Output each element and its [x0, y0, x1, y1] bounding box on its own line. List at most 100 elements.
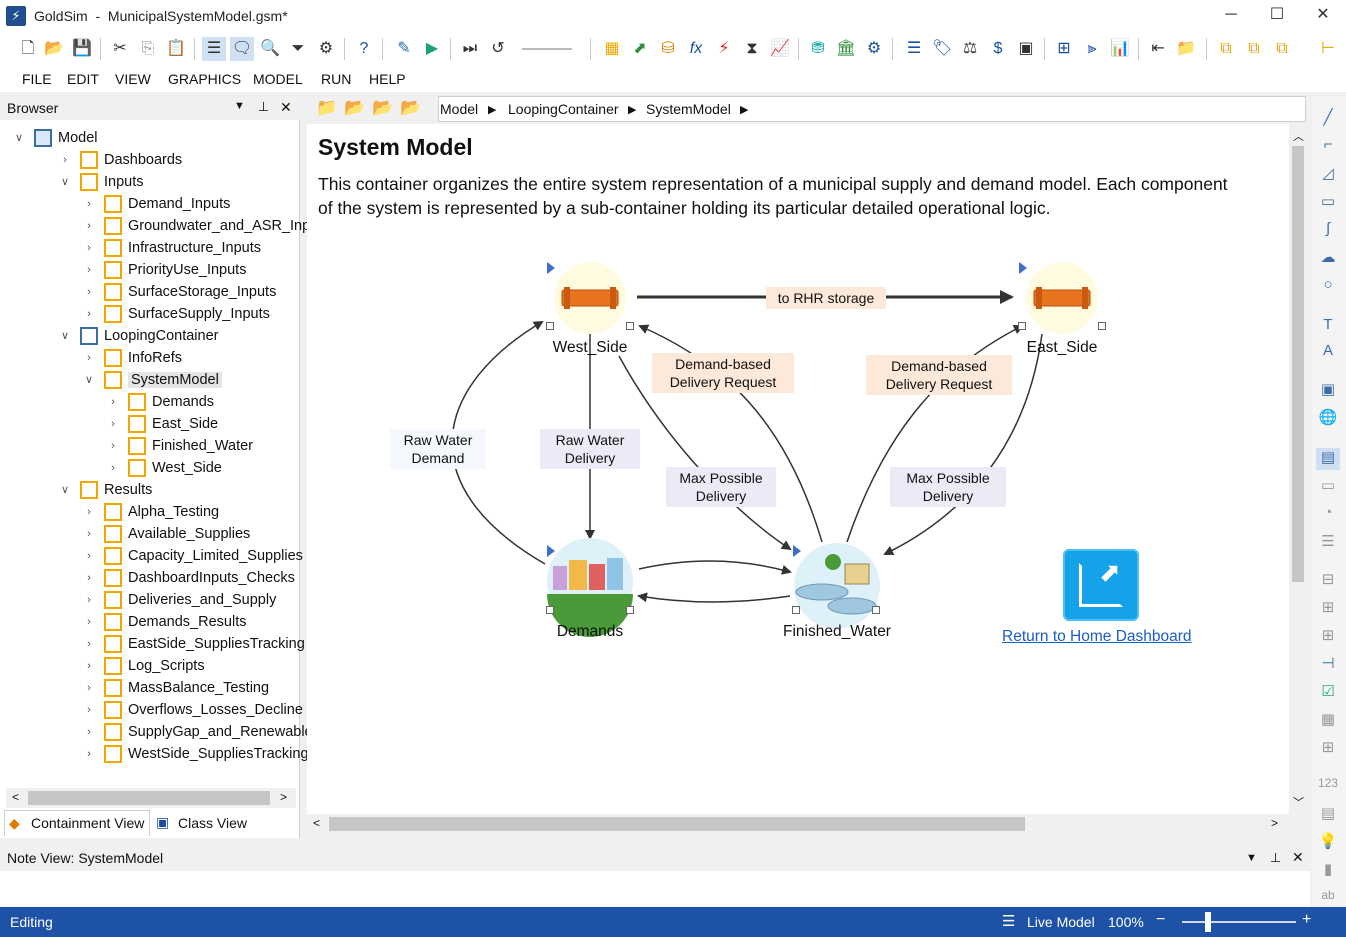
- chevron-right-icon[interactable]: ›: [63, 154, 67, 166]
- tree-item[interactable]: ›PriorityUse_Inputs: [87, 259, 246, 281]
- tree-item[interactable]: ›MassBalance_Testing: [87, 677, 269, 699]
- tree-item[interactable]: ›Available_Supplies: [87, 523, 250, 545]
- canvas-hscrollbar[interactable]: < >: [307, 814, 1289, 834]
- live-model-icon[interactable]: ☰: [1002, 913, 1016, 930]
- dial-control-icon[interactable]: ◔: [1323, 504, 1333, 521]
- tree-item[interactable]: ∨LoopingContainer: [61, 325, 218, 347]
- ellipse-tool-icon[interactable]: ○: [1323, 276, 1333, 293]
- list-icon[interactable]: ☰: [906, 40, 922, 57]
- tree-item[interactable]: ›Alpha_Testing: [87, 501, 219, 523]
- elbow-line-icon[interactable]: ⌐: [1323, 136, 1333, 153]
- run-icon[interactable]: ▶: [425, 40, 439, 57]
- arrange-icon[interactable]: ⧉: [1276, 40, 1288, 57]
- chevron-right-icon[interactable]: ›: [87, 726, 91, 738]
- tree-item[interactable]: ›SurfaceStorage_Inputs: [87, 281, 276, 303]
- maximize-button[interactable]: ☐: [1269, 6, 1285, 23]
- cut-icon[interactable]: ✂: [113, 40, 127, 57]
- folder-up-icon[interactable]: 📂: [344, 98, 366, 117]
- tab-containment-view[interactable]: ◆ Containment View: [4, 810, 150, 836]
- home-dashboard-button[interactable]: ⬈: [1063, 549, 1139, 621]
- folder-icon[interactable]: 📁: [316, 98, 338, 117]
- tree-item[interactable]: ∨Model: [15, 127, 98, 149]
- result-icon[interactable]: 📊: [1110, 40, 1130, 57]
- group-icon[interactable]: ⧉: [1220, 40, 1232, 57]
- line-tool-icon[interactable]: ╱: [1323, 109, 1333, 126]
- tree-item[interactable]: ›Deliveries_and_Supply: [87, 589, 276, 611]
- menu-help[interactable]: HELP: [369, 71, 406, 87]
- menu-view[interactable]: VIEW: [115, 71, 151, 87]
- scroll-thumb[interactable]: [28, 791, 270, 805]
- menu-file[interactable]: FILE: [22, 71, 52, 87]
- chevron-right-icon[interactable]: ›: [111, 462, 115, 474]
- west-expand-icon[interactable]: [547, 262, 555, 274]
- hyperlink-icon[interactable]: 🌐: [1318, 409, 1338, 426]
- container-icon[interactable]: ▦: [604, 40, 620, 57]
- hscroll-thumb[interactable]: [329, 817, 1025, 831]
- canvas-vscrollbar[interactable]: ︿ ﹀: [1289, 124, 1307, 814]
- chevron-down-icon[interactable]: ∨: [84, 374, 94, 386]
- chevron-right-icon[interactable]: ›: [111, 418, 115, 430]
- step-icon[interactable]: ⏭: [462, 40, 478, 57]
- tree-item[interactable]: ›SurfaceSupply_Inputs: [87, 303, 270, 325]
- currency-icon[interactable]: $: [993, 40, 1003, 57]
- note-pin-icon[interactable]: ⊥: [1270, 850, 1282, 865]
- note-chevron-down-icon[interactable]: ▼: [1246, 852, 1257, 864]
- open-folder-icon[interactable]: 📂: [44, 40, 64, 57]
- demands-port-left[interactable]: [546, 606, 554, 614]
- folder-back-icon[interactable]: 📂: [372, 98, 394, 117]
- new-file-icon[interactable]: 🗋: [21, 40, 35, 57]
- tree-item[interactable]: ›Demand_Inputs: [87, 193, 230, 215]
- folder-forward-icon[interactable]: 📂: [400, 98, 422, 117]
- east-port-left[interactable]: [1018, 322, 1026, 330]
- version-icon[interactable]: ▣: [1018, 40, 1034, 57]
- tree-item[interactable]: ›WestSide_SuppliesTracking: [87, 743, 309, 765]
- digital-display-icon[interactable]: ▤: [1320, 805, 1336, 822]
- close-button[interactable]: ✕: [1316, 6, 1330, 23]
- chevron-right-icon[interactable]: ›: [87, 748, 91, 760]
- filter-icon[interactable]: ⏷: [291, 40, 305, 57]
- demands-port-right[interactable]: [626, 606, 634, 614]
- chevron-right-icon[interactable]: ›: [87, 660, 91, 672]
- grid-control-icon[interactable]: ⊞: [1321, 627, 1335, 644]
- tree-item[interactable]: ›SupplyGap_and_Renewable: [87, 721, 313, 743]
- rectangle-tool-icon[interactable]: ▭: [1320, 193, 1336, 210]
- tree-item[interactable]: ›Log_Scripts: [87, 655, 205, 677]
- text-box-icon[interactable]: A: [1322, 342, 1333, 359]
- chevron-right-icon[interactable]: ›: [111, 396, 115, 408]
- tree-view-icon[interactable]: ☰: [202, 37, 226, 61]
- label-control-icon[interactable]: ab: [1321, 888, 1335, 902]
- import-icon[interactable]: ⇤: [1151, 40, 1165, 57]
- note-close-icon[interactable]: ✕: [1292, 849, 1304, 865]
- menu-edit[interactable]: EDIT: [67, 71, 99, 87]
- help-icon[interactable]: ?: [359, 40, 369, 57]
- curve-tool-icon[interactable]: ∫: [1325, 220, 1331, 237]
- align-icon[interactable]: ⫸: [1087, 40, 1097, 57]
- finished-expand-icon[interactable]: [793, 545, 801, 557]
- dashboard-control-icon[interactable]: ▤: [1316, 448, 1340, 470]
- zoom-slider[interactable]: [1182, 921, 1296, 923]
- chevron-right-icon[interactable]: ›: [87, 682, 91, 694]
- reset-icon[interactable]: ↺: [491, 40, 505, 57]
- export-icon[interactable]: 📁: [1176, 40, 1196, 57]
- chevron-down-icon[interactable]: ∨: [60, 330, 70, 342]
- timer-icon[interactable]: ⧗: [746, 40, 758, 57]
- finished-port-left[interactable]: [792, 606, 800, 614]
- browser-hscrollbar[interactable]: < >: [6, 788, 296, 808]
- vscroll-thumb[interactable]: [1292, 146, 1304, 582]
- chevron-right-icon[interactable]: ›: [87, 198, 91, 210]
- checkbox-control-icon[interactable]: ☑: [1321, 683, 1335, 700]
- finished-water-node-label[interactable]: Finished_Water: [783, 623, 891, 640]
- tab-class-view[interactable]: ▣ Class View: [152, 810, 292, 836]
- list-control-icon[interactable]: ☰: [1321, 533, 1335, 550]
- pin-icon[interactable]: ⊥: [258, 99, 270, 114]
- layout-icon[interactable]: ⊢: [1321, 40, 1335, 57]
- finished-port-right[interactable]: [872, 606, 880, 614]
- zoom-out-button[interactable]: −: [1156, 911, 1166, 928]
- breadcrumb-loopingcontainer[interactable]: LoopingContainer: [508, 101, 619, 117]
- save-icon[interactable]: 💾: [72, 40, 92, 57]
- expression-icon[interactable]: fx: [689, 40, 703, 57]
- chevron-right-icon[interactable]: ›: [111, 440, 115, 452]
- zoom-in-button[interactable]: +: [1302, 911, 1312, 928]
- chevron-right-icon[interactable]: ›: [87, 528, 91, 540]
- chevron-right-icon[interactable]: ›: [87, 616, 91, 628]
